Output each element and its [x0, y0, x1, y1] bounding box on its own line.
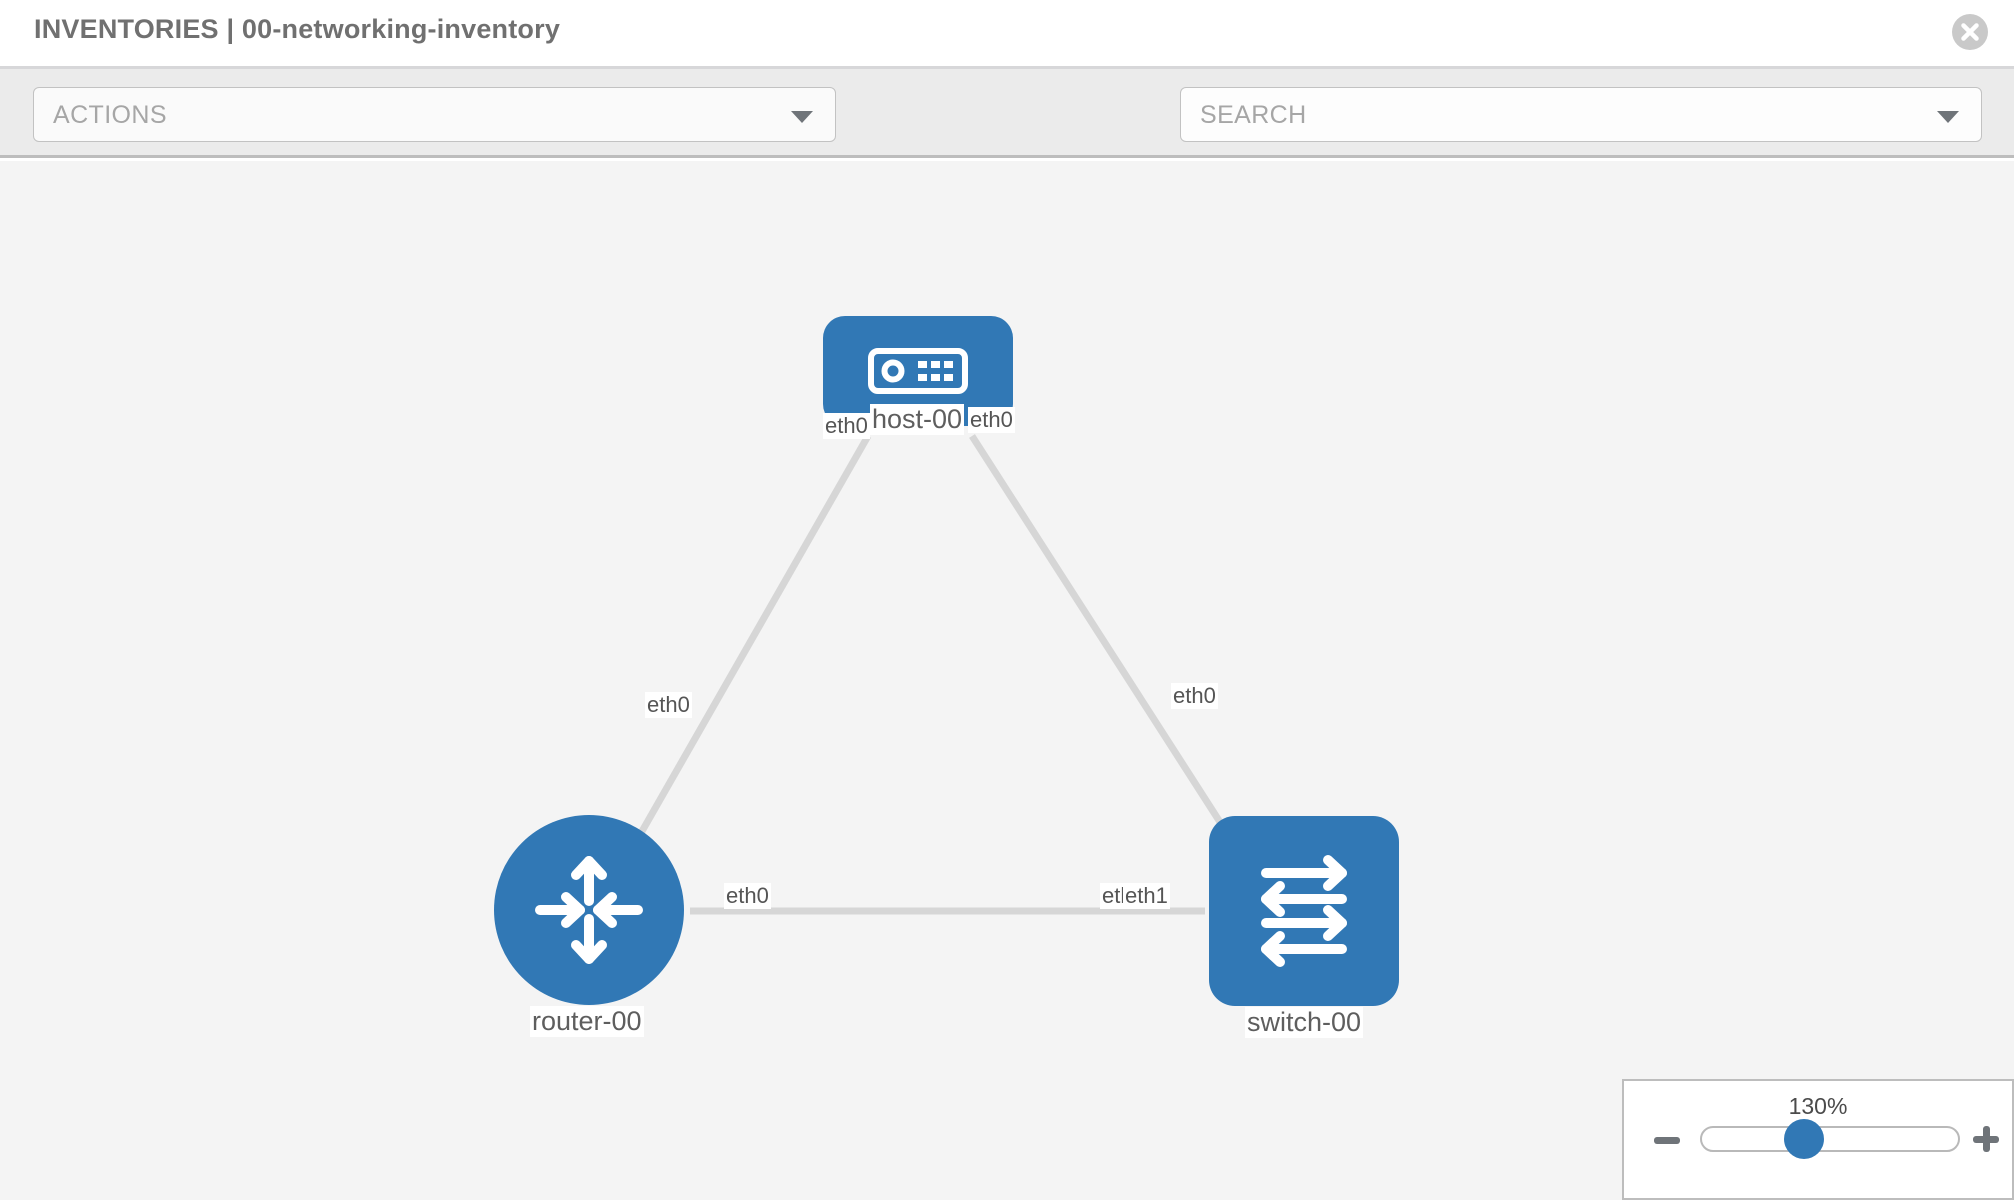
interface-label-router-right: eth0: [724, 883, 771, 909]
zoom-control-panel: 130%: [1622, 1079, 2014, 1200]
chevron-down-icon[interactable]: [1937, 111, 1959, 123]
zoom-slider-track[interactable]: [1700, 1126, 1960, 1152]
link-host-router[interactable]: [621, 434, 872, 863]
link-host-switch[interactable]: [969, 434, 1248, 863]
topology-canvas[interactable]: host-00 route: [0, 161, 2014, 1200]
interface-label-switch-left-b: eth1: [1123, 883, 1170, 909]
close-icon[interactable]: [1952, 14, 1988, 50]
interface-label-host-right: eth0: [968, 407, 1015, 433]
zoom-level-label: 130%: [1788, 1093, 1848, 1119]
node-label-host-00: host-00: [870, 404, 965, 435]
topology-links: [621, 434, 1248, 915]
search-placeholder: SEARCH: [1200, 101, 1307, 129]
server-icon: [868, 348, 968, 394]
interface-label-router-up: eth0: [645, 692, 692, 718]
switch-arrows-icon: [1261, 855, 1347, 967]
page-title: INVENTORIES | 00-networking-inventory: [34, 14, 561, 44]
interface-label-host-left: eth0: [823, 413, 870, 439]
router-arrows-icon: [535, 856, 643, 964]
toolbar: ACTIONS SEARC: [0, 69, 2014, 198]
node-label-router-00: router-00: [530, 1006, 644, 1037]
chevron-down-icon: [791, 111, 813, 123]
node-label-switch-00: switch-00: [1245, 1007, 1364, 1038]
window-header: INVENTORIES | 00-networking-inventory: [0, 0, 2014, 69]
zoom-out-button[interactable]: [1654, 1137, 1680, 1144]
router-node-shape: [494, 815, 684, 1005]
zoom-slider-thumb[interactable]: [1784, 1119, 1824, 1159]
actions-dropdown-label: ACTIONS: [53, 101, 167, 129]
interface-label-switch-up: eth0: [1171, 683, 1218, 709]
search-input[interactable]: SEARCH: [1180, 87, 1982, 142]
zoom-in-button[interactable]: [1973, 1126, 1999, 1152]
switch-node-shape: [1209, 816, 1399, 1006]
actions-dropdown[interactable]: ACTIONS: [33, 87, 836, 142]
